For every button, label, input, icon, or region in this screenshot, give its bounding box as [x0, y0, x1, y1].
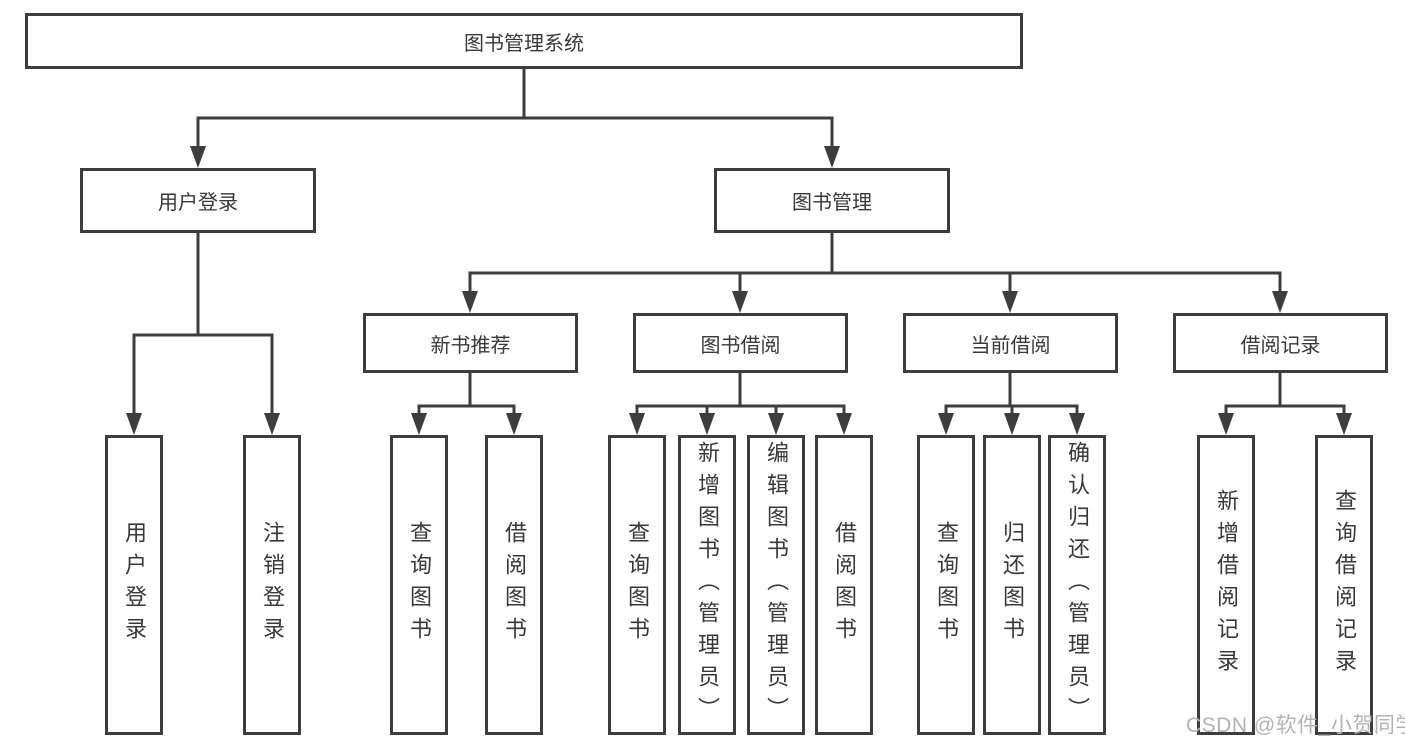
node-leaf-add-book-admin: 新增图书（管理员）	[678, 435, 736, 735]
arrow-down-icon	[1272, 291, 1288, 313]
leaf-label: 新增借阅记录	[1214, 489, 1239, 681]
node-root-system: 图书管理系统	[25, 13, 1023, 69]
arrow-down-icon	[1218, 413, 1234, 435]
node-leaf-borrow-books: 借阅图书	[815, 435, 873, 735]
node-book-management: 图书管理	[714, 168, 950, 233]
connector-root-to-level2	[190, 69, 840, 168]
leaf-label: 查询借阅记录	[1332, 489, 1357, 681]
connector-book-mgmt-to-level3	[462, 233, 1288, 313]
node-leaf-query-books-borrow: 查询图书	[608, 435, 666, 735]
arrow-down-icon	[938, 413, 954, 435]
arrow-down-icon	[1336, 413, 1352, 435]
arrow-down-icon	[629, 413, 645, 435]
connector-user-login-subtree	[126, 233, 280, 435]
leaf-label: 注销登录	[260, 521, 285, 649]
connector-borrow-record-group	[1218, 373, 1352, 435]
leaf-label: 确认归还（管理员）	[1065, 441, 1090, 729]
leaf-label: 编辑图书（管理员）	[764, 441, 789, 729]
arrow-down-icon	[768, 413, 784, 435]
arrow-down-icon	[699, 413, 715, 435]
leaf-label: 归还图书	[1000, 521, 1025, 649]
node-leaf-edit-book-admin: 编辑图书（管理员）	[747, 435, 805, 735]
node-leaf-borrow-books-recommend: 借阅图书	[485, 435, 543, 735]
arrow-down-icon	[824, 146, 840, 168]
node-leaf-return-book: 归还图书	[983, 435, 1041, 735]
arrow-down-icon	[836, 413, 852, 435]
arrow-down-icon	[1004, 413, 1020, 435]
leaf-label: 用户登录	[122, 521, 147, 649]
node-leaf-confirm-return-admin: 确认归还（管理员）	[1048, 435, 1106, 735]
leaf-label: 借阅图书	[832, 521, 857, 649]
arrow-down-icon	[506, 413, 522, 435]
node-leaf-logout: 注销登录	[243, 435, 301, 735]
node-borrow-record: 借阅记录	[1173, 313, 1388, 373]
node-current-borrow: 当前借阅	[903, 313, 1118, 373]
node-leaf-query-books-current: 查询图书	[917, 435, 975, 735]
arrow-down-icon	[126, 413, 142, 435]
node-leaf-query-borrow-record: 查询借阅记录	[1315, 435, 1373, 735]
connector-new-book-group	[411, 373, 522, 435]
node-book-borrow: 图书借阅	[633, 313, 848, 373]
arrow-down-icon	[411, 413, 427, 435]
arrow-down-icon	[190, 146, 206, 168]
leaf-label: 查询图书	[625, 521, 650, 649]
arrow-down-icon	[732, 291, 748, 313]
leaf-label: 新增图书（管理员）	[695, 441, 720, 729]
leaf-label: 查询图书	[934, 521, 959, 649]
node-leaf-query-books-recommend: 查询图书	[390, 435, 448, 735]
arrow-down-icon	[1069, 413, 1085, 435]
node-new-book-recommend: 新书推荐	[363, 313, 578, 373]
arrow-down-icon	[462, 291, 478, 313]
node-leaf-add-borrow-record: 新增借阅记录	[1197, 435, 1255, 735]
csdn-watermark: CSDN @软件_小贺同学	[1186, 714, 1405, 737]
node-user-login: 用户登录	[80, 168, 316, 233]
leaf-label: 查询图书	[407, 521, 432, 649]
leaf-label: 借阅图书	[502, 521, 527, 649]
connector-book-borrow-group	[629, 373, 852, 435]
arrow-down-icon	[264, 413, 280, 435]
arrow-down-icon	[1002, 291, 1018, 313]
node-leaf-user-login: 用户登录	[105, 435, 163, 735]
connector-current-borrow-group	[938, 373, 1085, 435]
